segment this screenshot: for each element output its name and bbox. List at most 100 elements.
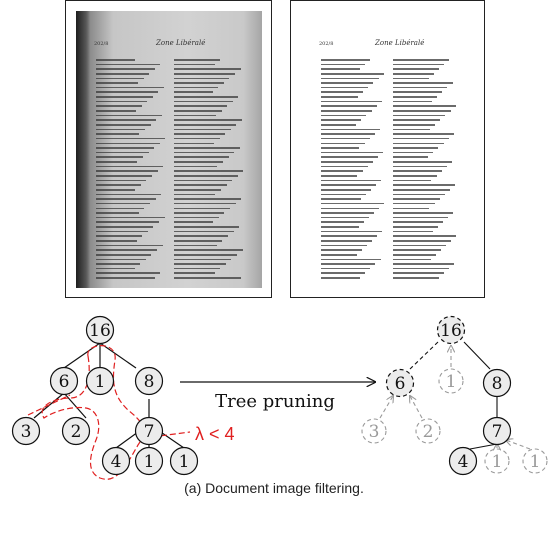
- text-line: [393, 235, 457, 237]
- text-line: [393, 137, 449, 140]
- text-line: [321, 161, 373, 163]
- svg-text:4: 4: [458, 452, 469, 472]
- svg-text:3: 3: [21, 422, 32, 442]
- threshold-pointer: [151, 431, 191, 438]
- text-line: [321, 72, 384, 75]
- text-line: [96, 114, 162, 117]
- pnode-2-pruned: 2: [415, 418, 441, 444]
- text-line: [96, 235, 143, 237]
- text-line: [321, 68, 361, 70]
- node-1-a: 1: [85, 366, 115, 396]
- svg-text:2: 2: [71, 422, 82, 442]
- text-line: [393, 59, 450, 61]
- text-line: [321, 86, 369, 89]
- text-line: [96, 253, 152, 256]
- text-line: [174, 253, 237, 256]
- pnode-1-b-pruned: 1: [484, 448, 510, 474]
- pnode-4: 4: [448, 446, 478, 476]
- text-line: [321, 198, 361, 200]
- text-line: [321, 137, 370, 140]
- pedge-7-4: [469, 443, 498, 450]
- svg-text:16: 16: [440, 321, 462, 341]
- text-line: [174, 226, 240, 228]
- text-line: [96, 110, 136, 112]
- text-line: [321, 100, 382, 103]
- text-line: [321, 170, 363, 172]
- text-line: [96, 77, 144, 80]
- pnode-6: 6: [385, 368, 415, 398]
- svg-text:2: 2: [423, 422, 434, 442]
- svg-text:1: 1: [144, 452, 155, 472]
- text-line: [321, 188, 371, 191]
- text-line: [174, 198, 242, 200]
- text-line: [321, 128, 380, 131]
- text-line: [96, 86, 164, 89]
- text-line: [96, 277, 155, 279]
- text-line: [96, 179, 147, 182]
- text-line: [174, 239, 223, 242]
- text-line: [393, 188, 450, 191]
- text-line: [96, 68, 155, 70]
- text-line: [96, 202, 150, 205]
- node-1-b: 1: [134, 446, 164, 476]
- filtered-document-frame: 202/8 Zone Libéralé: [290, 0, 485, 298]
- text-line: [96, 221, 159, 224]
- text-line: [321, 82, 374, 84]
- text-line: [174, 133, 226, 135]
- text-line: [174, 184, 227, 186]
- text-line: [393, 147, 439, 149]
- text-line: [393, 179, 432, 182]
- text-line: [393, 165, 447, 168]
- text-line: [393, 198, 440, 200]
- text-line: [174, 179, 233, 182]
- node-16: 16: [85, 315, 115, 345]
- text-line: [96, 188, 136, 191]
- svg-text:1: 1: [530, 452, 541, 472]
- text-line: [174, 77, 230, 80]
- text-line: [96, 63, 161, 66]
- text-line: [321, 119, 362, 121]
- text-line: [174, 188, 221, 191]
- text-line: [393, 202, 435, 205]
- text-line: [174, 59, 221, 61]
- text-line: [393, 193, 445, 196]
- text-line: [321, 133, 375, 135]
- text-line: [96, 91, 159, 94]
- text-line: [393, 100, 433, 103]
- svg-text:8: 8: [144, 372, 155, 392]
- scan-text-column-right: [174, 59, 244, 282]
- text-line: [174, 91, 213, 94]
- text-line: [393, 68, 440, 70]
- text-line: [96, 272, 161, 275]
- text-line: [321, 63, 366, 66]
- text-line: [393, 96, 438, 98]
- text-line: [174, 212, 225, 214]
- clean-text-column-right: [393, 59, 457, 282]
- text-line: [321, 212, 375, 214]
- text-line: [393, 239, 452, 242]
- text-line: [174, 142, 214, 145]
- text-line: [96, 96, 153, 98]
- text-line: [174, 123, 237, 126]
- svg-text:4: 4: [111, 452, 122, 472]
- text-line: [393, 63, 445, 66]
- text-line: [174, 72, 235, 75]
- text-line: [96, 207, 145, 210]
- text-line: [321, 202, 385, 205]
- text-line: [174, 100, 233, 103]
- edge-16-8: [99, 342, 137, 369]
- pruned-tree-nodes: 16 6 1 8 3 2 7 4: [361, 315, 548, 476]
- text-line: [174, 82, 224, 84]
- pnode-3-pruned: 3: [361, 418, 387, 444]
- text-line: [174, 175, 238, 177]
- text-line: [393, 253, 436, 256]
- text-line: [393, 226, 438, 228]
- svg-text:7: 7: [492, 422, 503, 442]
- text-line: [96, 267, 135, 270]
- text-line: [321, 91, 364, 94]
- pedge-1c-7: [506, 440, 531, 450]
- text-line: [321, 142, 365, 145]
- node-3: 3: [11, 416, 41, 446]
- text-line: [321, 147, 360, 149]
- text-line: [393, 133, 454, 135]
